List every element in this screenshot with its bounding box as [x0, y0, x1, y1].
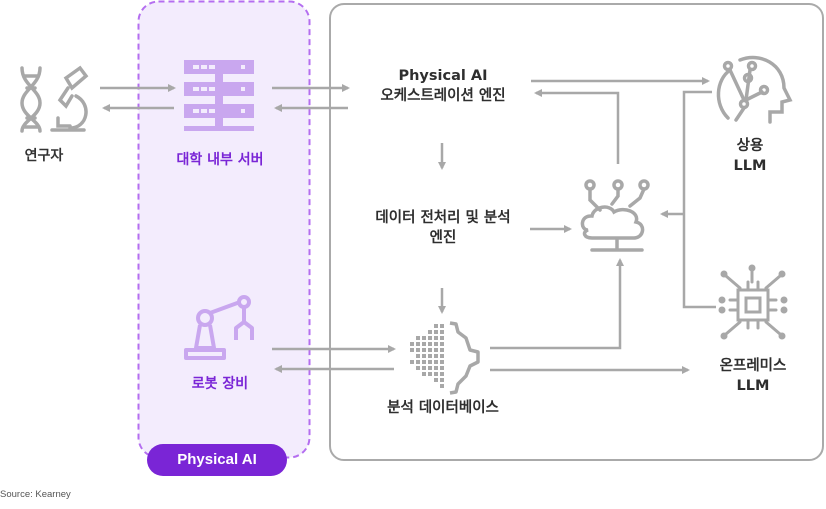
data-pixel	[440, 366, 444, 370]
data-pixel	[428, 342, 432, 346]
data-pixel	[410, 342, 414, 346]
server-rack-icon	[184, 60, 254, 131]
university-server-label: 대학 내부 서버	[176, 152, 264, 168]
arrow-cloud-to-orchestration	[534, 89, 620, 164]
data-pixel	[434, 348, 438, 352]
arrow-database-to-cloud	[490, 258, 624, 350]
data-pixel	[434, 336, 438, 340]
data-pixel	[422, 348, 426, 352]
data-pixel	[410, 348, 414, 352]
data-pixel	[434, 330, 438, 334]
data-pixel	[416, 348, 420, 352]
orchestration-engine-label-line2: 오케스트레이션 엔진	[380, 88, 506, 104]
data-pixel	[422, 360, 426, 364]
data-pixel	[416, 354, 420, 358]
data-pixel	[422, 354, 426, 358]
robot-arm-icon	[184, 295, 254, 360]
data-pixel	[440, 384, 444, 388]
data-gear-icon	[410, 321, 480, 395]
data-pixel	[428, 360, 432, 364]
analysis-database-label: 분석 데이터베이스	[387, 400, 499, 416]
data-pixel	[416, 360, 420, 364]
onprem-llm-label-line1: 온프레미스	[719, 358, 787, 374]
data-pixel	[440, 324, 444, 328]
data-pixel	[434, 372, 438, 376]
data-pixel	[434, 342, 438, 346]
data-pixel	[440, 342, 444, 346]
preprocessing-engine-label-line2: 엔진	[429, 230, 457, 246]
data-pixel	[422, 342, 426, 346]
orchestration-engine-label: Physical AI 오케스트레이션 엔진	[350, 66, 536, 106]
data-pixel	[434, 324, 438, 328]
ai-head-icon	[716, 55, 793, 124]
onprem-llm-label: 온프레미스 LLM	[705, 356, 801, 396]
data-pixel	[440, 348, 444, 352]
robot-equipment-label: 로봇 장비	[191, 376, 249, 392]
commercial-llm-label-line2: LLM	[733, 158, 767, 174]
data-pixel	[428, 336, 432, 340]
data-pixel	[440, 378, 444, 382]
data-pixel	[428, 348, 432, 352]
source-note: Source: Kearney	[0, 489, 71, 500]
commercial-llm-label: 상용 LLM	[715, 136, 785, 176]
data-pixel	[434, 378, 438, 382]
chip-icon	[718, 264, 788, 340]
data-pixel	[440, 354, 444, 358]
data-pixel	[440, 360, 444, 364]
data-pixel	[440, 372, 444, 376]
data-pixel	[428, 372, 432, 376]
data-pixel	[422, 366, 426, 370]
data-pixel	[422, 372, 426, 376]
data-pixel	[428, 330, 432, 334]
platform-container	[329, 3, 824, 461]
data-pixel	[440, 330, 444, 334]
cloud-network-icon	[580, 179, 650, 252]
commercial-llm-label-line1: 상용	[736, 138, 764, 154]
data-pixel	[428, 366, 432, 370]
data-pixel	[434, 366, 438, 370]
orchestration-engine-label-line1: Physical AI	[398, 68, 488, 84]
data-pixel	[422, 336, 426, 340]
data-pixel	[434, 360, 438, 364]
data-pixel	[434, 354, 438, 358]
data-pixel	[410, 360, 414, 364]
preprocessing-engine-label: 데이터 전처리 및 분석 엔진	[350, 208, 536, 248]
dna-microscope-icon	[20, 65, 89, 133]
physical-ai-badge: Physical AI	[147, 444, 287, 476]
data-pixel	[416, 336, 420, 340]
data-pixel	[416, 342, 420, 346]
onprem-llm-label-line2: LLM	[736, 378, 770, 394]
data-pixel	[440, 336, 444, 340]
connector-llms-bus	[682, 90, 716, 309]
data-pixel	[416, 366, 420, 370]
researcher-label: 연구자	[24, 148, 64, 164]
data-pixel	[428, 354, 432, 358]
preprocessing-engine-label-line1: 데이터 전처리 및 분석	[375, 210, 511, 226]
